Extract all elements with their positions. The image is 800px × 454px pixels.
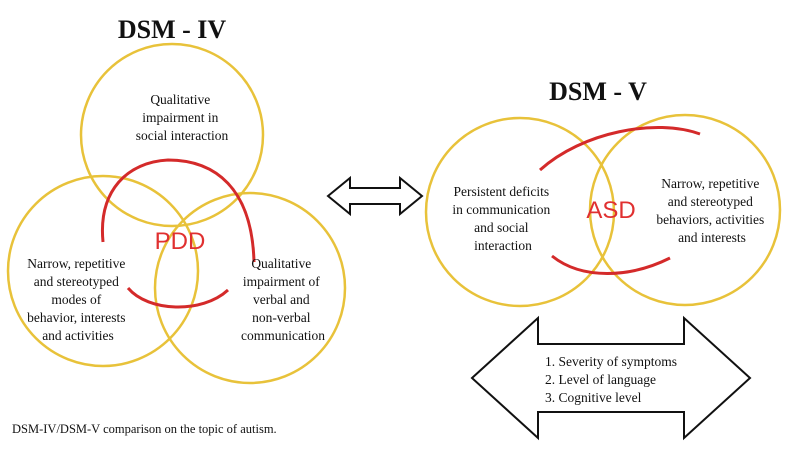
asd-label: ASD	[586, 197, 635, 224]
equivalence-double-arrow	[326, 175, 424, 217]
dsm5-behavior-line: behaviors, activities	[656, 212, 764, 227]
dsm5-circle-communication	[424, 116, 616, 308]
dsm4-circle-communication	[153, 191, 347, 385]
dsm4-behavior-line: modes of	[51, 292, 101, 307]
dsm5-behavior-line: and interests	[678, 230, 746, 245]
dsm5-communication-line: and social	[474, 220, 529, 235]
factor-item: 2. Level of language	[545, 372, 656, 387]
dsm5-communication-line: interaction	[474, 238, 532, 253]
dsm4-social-line: impairment in	[142, 110, 218, 125]
factor-item: 1. Severity of symptoms	[545, 354, 677, 369]
dsm5-arc-lower	[551, 254, 671, 275]
dsm4-behavior-text: Narrow, repetitive and stereotyped modes…	[27, 256, 129, 343]
dsm4-circle-behavior	[6, 174, 200, 368]
factor-item: 3. Cognitive level	[545, 390, 642, 405]
dsm5-circle-behavior	[588, 113, 782, 307]
dsm5-arc-upper	[538, 125, 701, 172]
dsm4-title: DSM - IV	[118, 15, 227, 44]
dsm4-social-line: Qualitative	[150, 92, 210, 107]
figure-caption: DSM-IV/DSM-V comparison on the topic of …	[12, 422, 277, 436]
dsm4-behavior-line: Narrow, repetitive	[27, 256, 125, 271]
dsm4-communication-line: communication	[241, 328, 325, 343]
dsm4-behavior-line: behavior, interests	[27, 310, 125, 325]
pdd-label: PDD	[155, 228, 206, 255]
factors-double-arrow	[470, 315, 752, 441]
dsm5-behavior-text: Narrow, repetitive and stereotyped behav…	[656, 176, 767, 245]
dsm4-communication-line: Qualitative	[251, 256, 311, 271]
dsm5-communication-text: Persistent deficits in communication and…	[452, 184, 553, 253]
dsm5-behavior-line: and stereotyped	[668, 194, 753, 209]
dsm4-circle-social	[79, 42, 265, 228]
dsm4-behavior-line: and stereotyped	[34, 274, 119, 289]
dsm4-arc-upper	[100, 158, 256, 263]
dsm5-title: DSM - V	[549, 77, 647, 106]
dsm5-behavior-line: Narrow, repetitive	[661, 176, 759, 191]
dsm5-communication-line: in communication	[452, 202, 550, 217]
factors-list: 1. Severity of symptoms 2. Level of lang…	[545, 354, 680, 405]
dsm5-communication-line: Persistent deficits	[454, 184, 550, 199]
dsm4-communication-line: verbal and	[253, 292, 310, 307]
dsm4-communication-line: non-verbal	[252, 310, 311, 325]
dsm4-behavior-line: and activities	[42, 328, 114, 343]
dsm4-communication-line: impairment of	[243, 274, 320, 289]
dsm4-arc-lower	[126, 286, 230, 309]
dsm4-communication-text: Qualitative impairment of verbal and non…	[241, 256, 325, 343]
dsm4-social-line: social interaction	[136, 128, 229, 143]
dsm4-social-text: Qualitative impairment in social interac…	[136, 92, 229, 143]
